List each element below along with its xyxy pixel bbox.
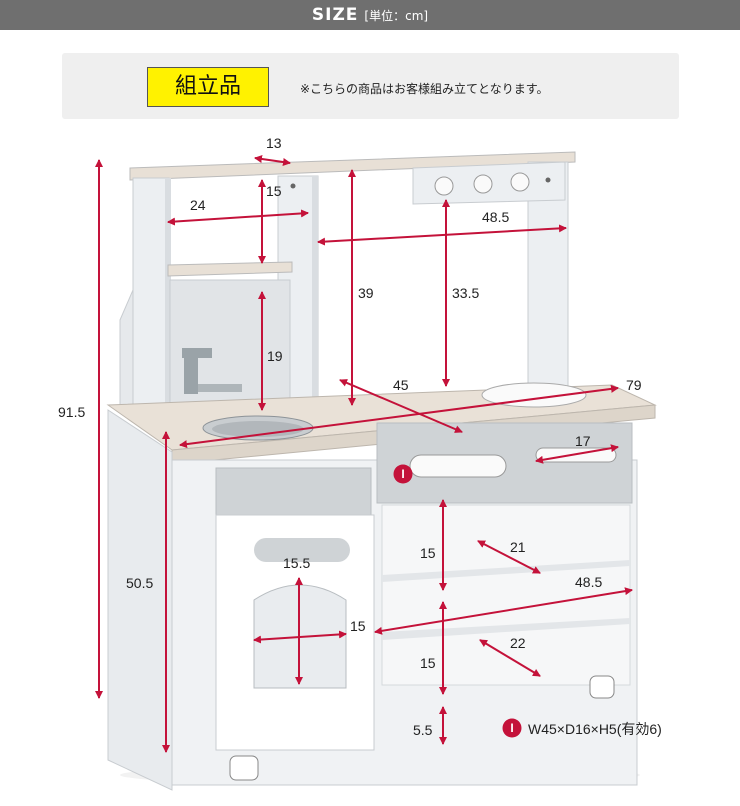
toy-kitchen-illustration — [106, 151, 657, 791]
header-bar — [0, 0, 740, 30]
label-drawer-width: 17 — [575, 433, 591, 449]
label-shelf-width: 48.5 — [575, 574, 602, 590]
label-oven-window-height: 15 — [350, 618, 366, 634]
label-upper-shelf-height: 15 — [266, 183, 282, 199]
label-upper-shelf-width: 24 — [190, 197, 206, 213]
label-upper-height: 39 — [358, 285, 374, 301]
dimension-lines — [95, 155, 633, 753]
label-bottom-gap: 5.5 — [413, 722, 433, 738]
drawer-note-badge — [502, 718, 522, 738]
label-shelf2-depth: 22 — [510, 635, 526, 651]
header-title: SIZE [単位：cm] — [0, 0, 740, 30]
label-oven-window-width: 15.5 — [283, 555, 310, 571]
drawer-note-text: W45×D16×H5(有効6) — [528, 721, 662, 737]
size-title: SIZE — [311, 5, 359, 25]
label-hood-height: 33.5 — [452, 285, 479, 301]
label-sink-back-height: 19 — [267, 348, 283, 364]
drawer-marker-letter: I — [401, 467, 404, 481]
label-counter-height: 50.5 — [126, 575, 153, 591]
label-total-width: 79 — [626, 377, 642, 393]
label-top-depth: 13 — [266, 135, 282, 151]
assembly-notice-text: ※こちらの商品はお客様組み立てとなります。 — [300, 82, 549, 96]
label-shelf2-height: 15 — [420, 655, 436, 671]
label-total-height: 91.5 — [58, 404, 85, 420]
drawer-marker-badge — [393, 464, 413, 484]
assembly-badge: 組立品 — [147, 67, 269, 107]
label-shelf1-height: 15 — [420, 545, 436, 561]
label-counter-depth: 45 — [393, 377, 409, 393]
unit-label: [単位：cm] — [364, 9, 429, 23]
label-shelf1-depth: 21 — [510, 539, 526, 555]
drawer-note-letter: I — [510, 721, 513, 735]
label-upper-width: 48.5 — [482, 209, 509, 225]
